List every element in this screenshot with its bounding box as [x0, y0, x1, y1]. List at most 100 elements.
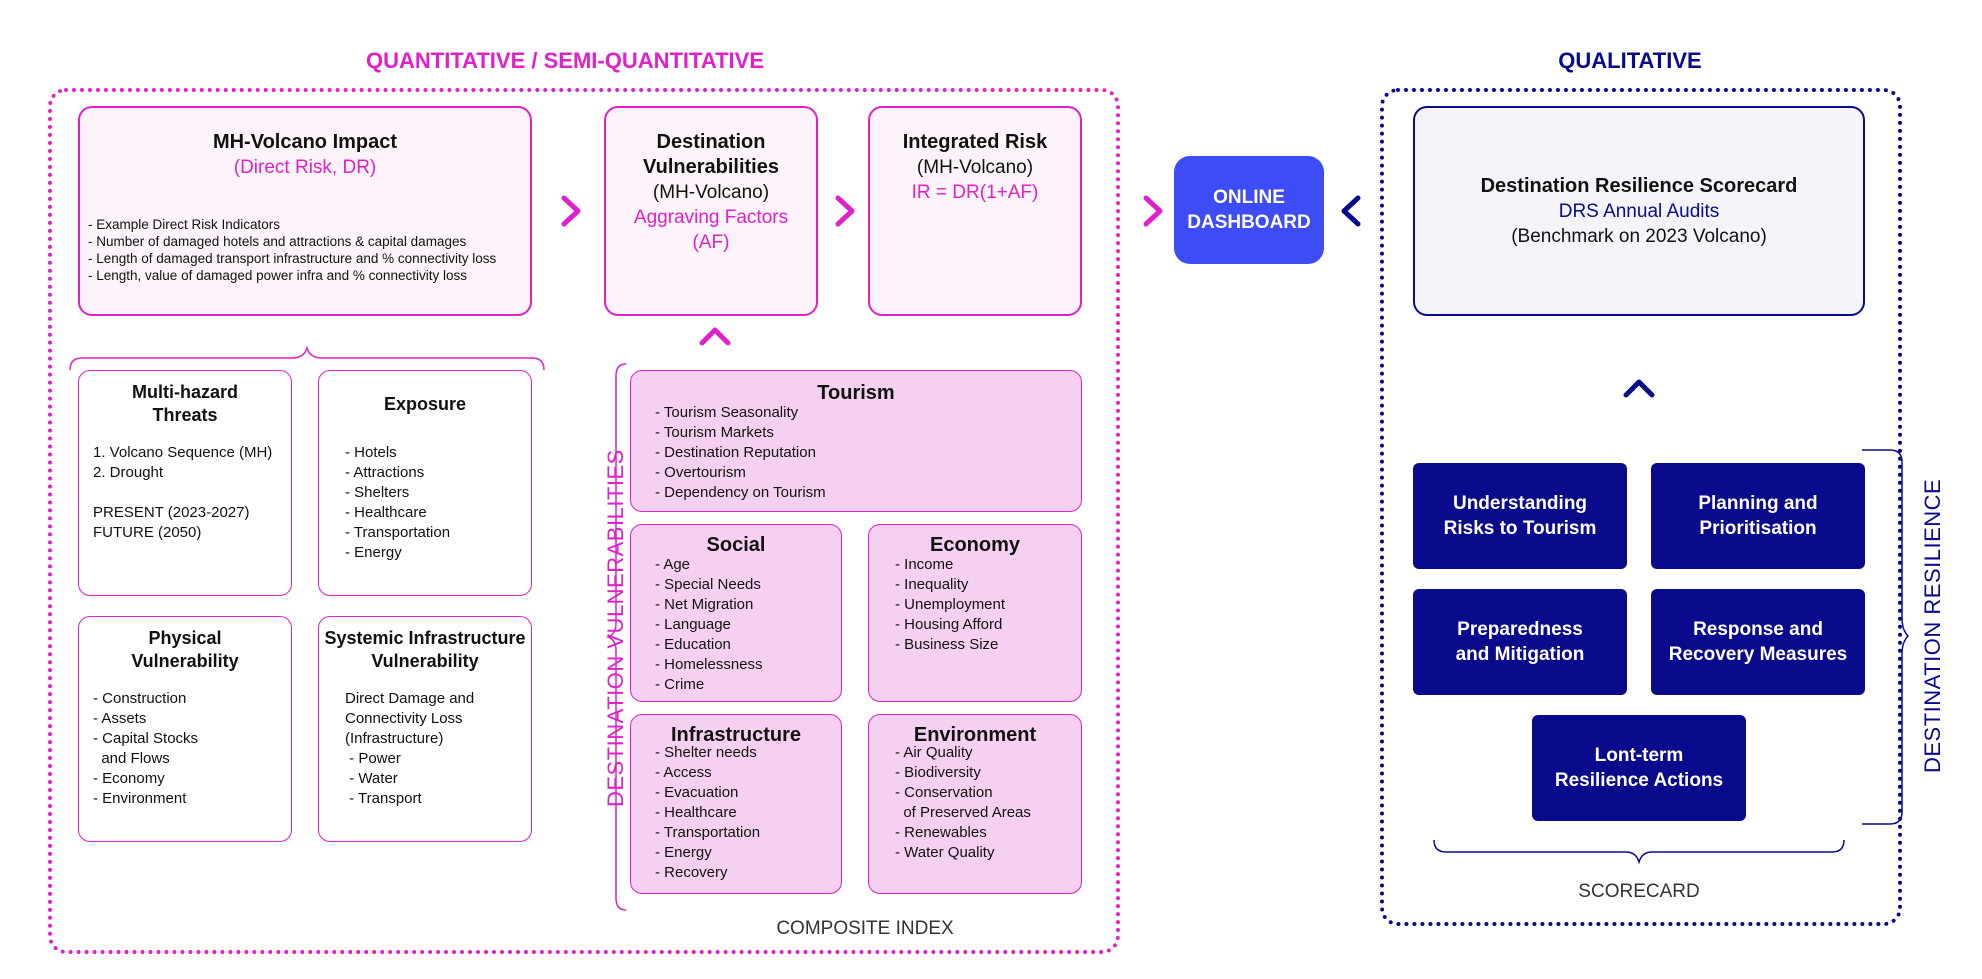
chevron-right-icon	[561, 195, 581, 227]
list-item: - Age	[655, 556, 691, 573]
long-term-resilience-box: Lont-term Resilience Actions	[1532, 715, 1746, 821]
list-item: - Shelter needs	[655, 744, 757, 761]
social-title: Social	[706, 534, 766, 556]
scorecard-title: Destination Resilience Scorecard	[1480, 175, 1798, 197]
environment-list: - Air Quality - Biodiversity - Conservat…	[895, 743, 1081, 863]
systemic-infrastructure-box: Systemic Infrastructure Vulnerability Di…	[318, 616, 532, 842]
list-item: - Energy	[345, 544, 402, 561]
tourism-list: - Tourism Seasonality - Tourism Markets …	[655, 403, 1055, 503]
list-item: - Tourism Seasonality	[655, 404, 799, 421]
list-spacer	[93, 483, 289, 503]
physical-vulnerability-box: Physical Vulnerability - Construction - …	[78, 616, 292, 842]
social-box: Social - Age - Special Needs - Net Migra…	[630, 524, 842, 702]
list-item: - Water	[345, 770, 398, 787]
list-item: - Economy	[93, 770, 165, 787]
list-item: - Crime	[655, 676, 705, 693]
exposure-list: - Hotels - Attractions - Shelters - Heal…	[345, 443, 525, 563]
scorecard-label: SCORECARD	[1578, 881, 1700, 902]
response-line-2: Recovery Measures	[1668, 644, 1848, 665]
understanding-risks-box: Understanding Risks to Tourism	[1413, 463, 1627, 569]
planning-line-2: Prioritisation	[1699, 518, 1817, 539]
list-item: - Conservation	[895, 784, 993, 801]
list-item: - Business Size	[895, 636, 999, 653]
list-item: (Infrastructure)	[345, 730, 444, 747]
list-item: - Capital Stocks	[93, 730, 199, 747]
systemic-list: Direct Damage and Connectivity Loss (Inf…	[345, 689, 531, 809]
list-item: of Preserved Areas	[895, 804, 1031, 821]
list-item: - Healthcare	[345, 504, 427, 521]
list-item: - Transportation	[655, 824, 761, 841]
list-item: - Attractions	[345, 464, 425, 481]
planning-line-1: Planning and	[1698, 493, 1818, 514]
list-item: - Biodiversity	[895, 764, 981, 781]
list-item: - Healthcare	[655, 804, 737, 821]
composite-index-label: COMPOSITE INDEX	[776, 918, 954, 939]
volcano-impact-title: MH-Volcano Impact	[212, 131, 398, 153]
exposure-title: Exposure	[383, 394, 467, 414]
dv-line-2: Aggraving Factors	[633, 207, 789, 228]
dashboard-line-1: ONLINE	[1213, 187, 1285, 208]
list-item: Connectivity Loss	[345, 710, 463, 727]
physical-title-2: Vulnerability	[131, 651, 239, 671]
list-item: - Tourism Markets	[655, 424, 774, 441]
list-item: - Transportation	[345, 524, 451, 541]
preparedness-line-2: and Mitigation	[1455, 644, 1585, 665]
list-item: - Dependency on Tourism	[655, 484, 826, 501]
online-dashboard-button[interactable]: ONLINE DASHBOARD	[1174, 156, 1324, 264]
list-item: - Recovery	[655, 864, 728, 881]
list-item: - Environment	[93, 790, 187, 807]
curly-brace-icon	[1433, 839, 1845, 865]
chevron-right-icon	[835, 195, 855, 227]
economy-list: - Income - Inequality - Unemployment - H…	[895, 555, 1075, 655]
list-item: - Power	[345, 750, 401, 767]
list-item: - Education	[655, 636, 731, 653]
threats-title-1: Multi-hazard	[132, 382, 238, 402]
list-item: - Special Needs	[655, 576, 761, 593]
list-item: - Income	[895, 556, 954, 573]
list-item: - Destination Reputation	[655, 444, 816, 461]
ir-title: Integrated Risk	[902, 131, 1048, 153]
chevron-right-icon	[1143, 195, 1163, 227]
quantitative-heading: QUANTITATIVE / SEMI-QUANTITATIVE	[365, 48, 765, 73]
qualitative-frame	[1380, 88, 1902, 926]
destination-resilience-label: DESTINATION RESILIENCE	[1920, 478, 1945, 773]
dv-line-1: (MH-Volcano)	[652, 182, 770, 203]
destination-vulnerabilities-box: Destination Vulnerabilities (MH-Volcano)…	[604, 106, 818, 316]
list-item: - Renewables	[895, 824, 987, 841]
scorecard-line-1: DRS Annual Audits	[1558, 201, 1720, 222]
tourism-title: Tourism	[817, 382, 895, 404]
multi-hazard-threats-box: Multi-hazard Threats 1. Volcano Sequence…	[78, 370, 292, 596]
infrastructure-title: Infrastructure	[670, 724, 802, 746]
list-item: 1. Volcano Sequence (MH)	[93, 444, 273, 461]
systemic-title-1: Systemic Infrastructure	[324, 628, 526, 648]
quantitative-frame	[48, 88, 1120, 954]
preparedness-mitigation-box: Preparedness and Mitigation	[1413, 589, 1627, 695]
physical-title-1: Physical	[148, 628, 222, 648]
list-item: Direct Damage and	[345, 690, 475, 707]
ir-formula: IR = DR(1+AF)	[911, 182, 1039, 203]
preparedness-line-1: Preparedness	[1457, 619, 1583, 640]
infrastructure-list: - Shelter needs - Access - Evacuation - …	[655, 743, 835, 883]
physical-list: - Construction - Assets - Capital Stocks…	[93, 689, 289, 809]
list-item: - Hotels	[345, 444, 397, 461]
threats-title-2: Threats	[152, 405, 218, 425]
ir-line-1: (MH-Volcano)	[916, 157, 1034, 178]
impact-indicator-list: - Example Direct Risk Indicators - Numbe…	[88, 216, 528, 284]
dv-line-3: (AF)	[692, 232, 730, 253]
list-item: - Length of damaged transport infrastruc…	[88, 251, 497, 266]
list-item: - Language	[655, 616, 731, 633]
volcano-impact-box: MH-Volcano Impact (Direct Risk, DR) - Ex…	[78, 106, 532, 316]
list-item: - Overtourism	[655, 464, 746, 481]
list-item: - Evacuation	[655, 784, 739, 801]
environment-box: Environment - Air Quality - Biodiversity…	[868, 714, 1082, 894]
list-item: PRESENT (2023-2027)	[93, 504, 250, 521]
list-item: - Air Quality	[895, 744, 973, 761]
chevron-left-icon	[1341, 195, 1361, 227]
response-recovery-box: Response and Recovery Measures	[1651, 589, 1865, 695]
dv-title-2: Vulnerabilities	[643, 156, 779, 178]
understanding-line-2: Risks to Tourism	[1443, 518, 1597, 539]
list-item: - Net Migration	[655, 596, 754, 613]
chevron-up-icon	[699, 327, 731, 346]
systemic-title-2: Vulnerability	[371, 651, 479, 671]
list-item: - Water Quality	[895, 844, 995, 861]
